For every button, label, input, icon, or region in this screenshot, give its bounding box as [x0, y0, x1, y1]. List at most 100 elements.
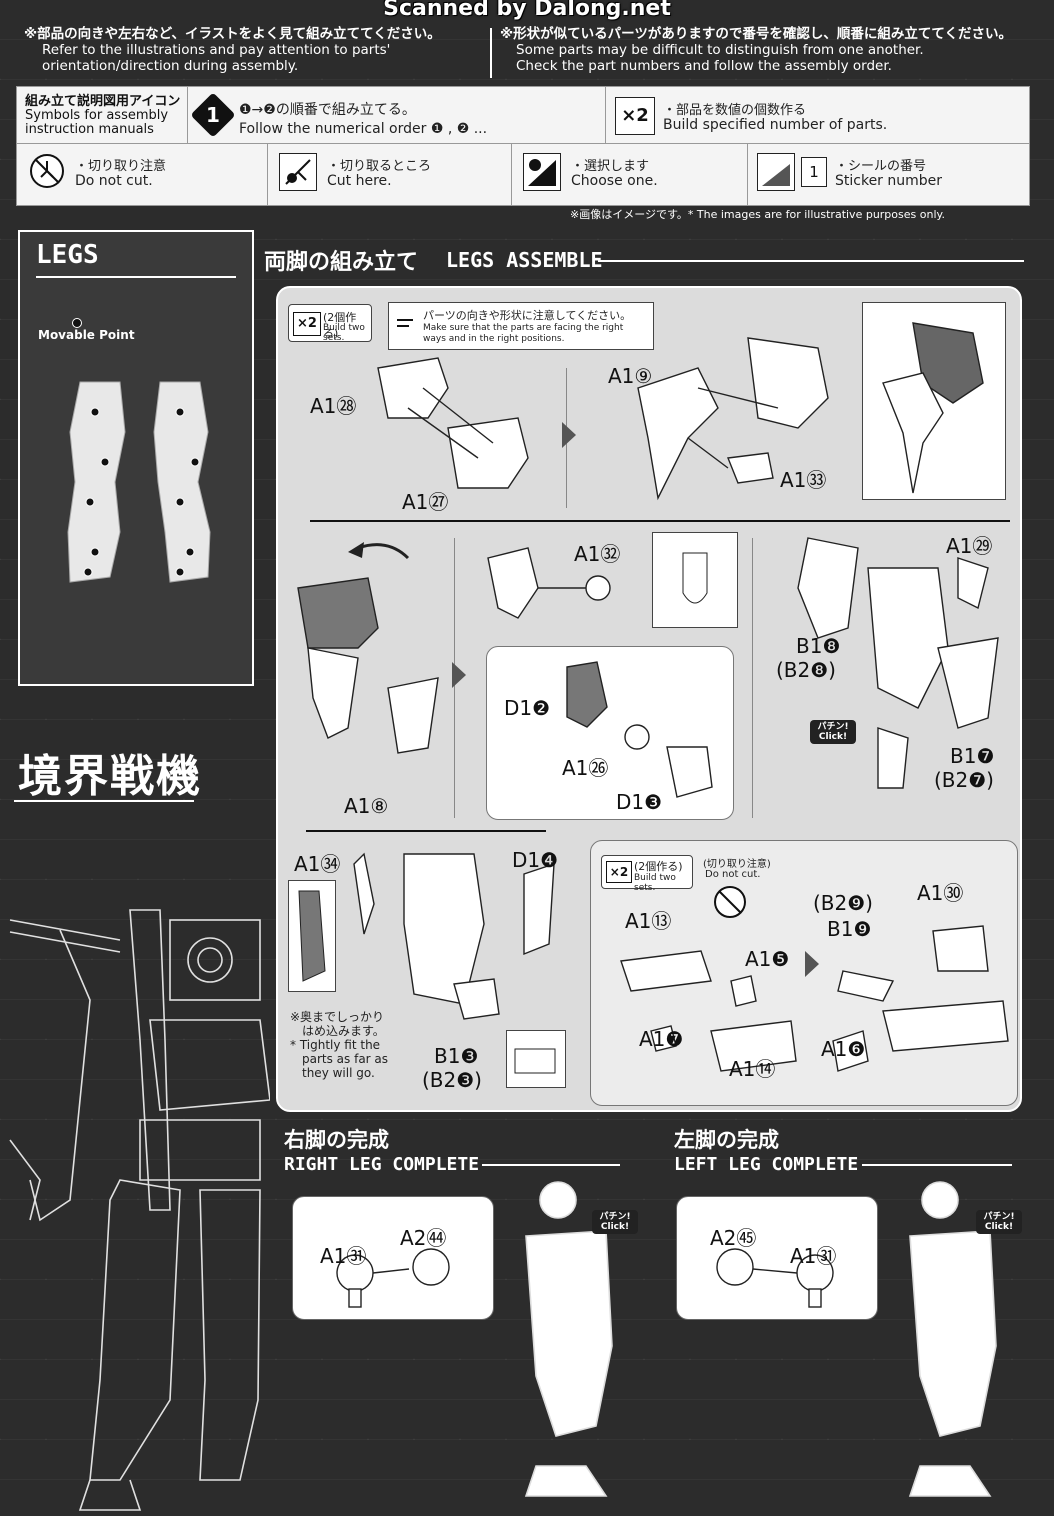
step1-x2-icon: ×2	[293, 312, 321, 336]
left-leg-label-a131: A1㉛	[790, 1244, 837, 1268]
note-left-jp: ※部品の向きや左右など、イラストをよく見て組み立ててください。	[24, 26, 441, 42]
step4-label-a113: A1⑬	[625, 909, 672, 933]
choose-one-jp: ・選択します	[571, 159, 650, 174]
note-right-en1: Some parts may be difficult to distingui…	[516, 42, 924, 58]
step2-label-b28: (B2❽)	[776, 658, 836, 682]
legs-figure-illustration	[67, 381, 211, 583]
legend-title: 組み立て説明図用アイコン Symbols for assembly instru…	[25, 95, 180, 137]
step1-label-a133: A1㉝	[780, 468, 827, 492]
step1-part-a-illustration	[377, 357, 529, 489]
robot-line-art	[9, 909, 270, 1511]
left-leg-subassembly-box	[676, 1196, 878, 1320]
step1-label-a128: A1㉘	[310, 394, 357, 418]
step1-x2-box: ×2 (2個作る) Build two sets.	[288, 304, 372, 343]
step1-part-b-illustration	[637, 337, 829, 501]
scan-watermark: Scanned by Dalong.net	[383, 0, 671, 21]
step3-note-en3: they will go.	[302, 1066, 375, 1080]
x2-icon: ×2	[615, 97, 655, 135]
step4-x2-icon: ×2	[606, 861, 632, 883]
order-icon-number: 1	[206, 103, 220, 127]
sticker-icon	[757, 153, 795, 191]
step3-detail-box-2	[506, 1030, 566, 1088]
step1-label-a127: A1㉗	[402, 490, 449, 514]
step3-detail-box	[288, 880, 336, 992]
legs-assembly-panel: ×2 (2個作る) Build two sets. パーツの向きや形状に注意して…	[276, 286, 1022, 1112]
step3-label-b23: (B2❸)	[422, 1068, 482, 1092]
step2-part-c-illustration	[797, 537, 999, 789]
step4-x2-en: Build two sets.	[634, 873, 676, 893]
step1-warning-en2: ways and in the right positions.	[423, 334, 565, 344]
right-leg-click-badge: パチン! Click!	[592, 1210, 638, 1234]
step1-warning-box: パーツの向きや形状に注意してください。 Make sure that the p…	[388, 302, 654, 350]
order-jp: ❶→❷の順番で組み立てる。	[239, 102, 416, 118]
step2-label-a132: A1㉜	[574, 542, 621, 566]
right-leg-subassembly-box	[292, 1196, 494, 1320]
step4-x2-box: ×2 (2個作る) Build two sets.	[601, 855, 693, 893]
sticker-jp: ・シールの番号	[835, 159, 927, 174]
note-right: ※形状が似ているパーツがありますので番号を確認し、順番に組み立ててください。 S…	[500, 26, 1040, 74]
step2-part-b-illustration	[487, 547, 611, 619]
choose-one-en: Choose one.	[571, 173, 658, 189]
step4-no-cut-icon	[713, 885, 747, 919]
note-right-jp: ※形状が似ているパーツがありますので番号を確認し、順番に組み立ててください。	[500, 26, 1012, 42]
step4-nocut-en: Do not cut.	[705, 869, 761, 880]
step4-label-b29: (B2❾)	[813, 891, 873, 915]
x2-en: Build specified number of parts.	[663, 117, 888, 133]
step4-label-a17: A1❼	[639, 1027, 684, 1051]
step4-arrow-icon	[805, 951, 819, 977]
warning-arrow-icon	[397, 317, 417, 331]
cut-here-icon	[279, 153, 317, 191]
cut-here-jp: ・切り取るところ	[327, 159, 432, 174]
legs-sidebar: LEGS Movable Point	[18, 230, 254, 686]
step3-label-a134: A1㉞	[294, 852, 341, 876]
movable-point-marker	[72, 318, 82, 328]
step4-x2-jp: (2個作る)	[634, 860, 683, 873]
step2-label-b17: B1❼	[950, 744, 995, 768]
legend-title-en2: instruction manuals	[25, 122, 154, 137]
note-divider	[490, 28, 492, 78]
step4-panel: ×2 (2個作る) Build two sets. (切り取り注意) Do no…	[590, 840, 1018, 1106]
right-leg-title-jp: 右脚の完成	[284, 1127, 389, 1152]
logo-text: 境界戦機	[18, 751, 202, 802]
step3-note-en1: * Tightly fit the	[290, 1038, 381, 1052]
note-left-en2: orientation/direction during assembly.	[42, 58, 299, 74]
step4-label-a15: A1❺	[745, 947, 790, 971]
step2-label-d12: D1❷	[504, 696, 551, 720]
movable-point-label: Movable Point	[38, 328, 135, 342]
legs-title: LEGS	[36, 240, 99, 270]
order-en: Follow the numerical order ❶ , ❷ ...	[239, 121, 488, 137]
step2-part-a-illustration	[297, 542, 439, 754]
step2-label-a18: A1⑧	[344, 794, 389, 818]
step1-warning-jp: パーツの向きや形状に注意してください。	[423, 309, 632, 322]
left-leg-complete-illustration	[908, 1181, 997, 1497]
section-title-jp: 両脚の組み立て	[264, 249, 419, 275]
step4-part-a-illustration	[620, 950, 797, 1072]
step4-nocut-jp: (切り取り注意)	[703, 859, 771, 870]
step1-x2-en: Build two sets.	[323, 323, 365, 343]
choose-one-icon	[523, 153, 561, 191]
legend-title-en1: Symbols for assembly	[25, 108, 169, 123]
right-leg-title-en: RIGHT LEG COMPLETE	[284, 1154, 480, 1175]
no-cut-jp: ・切り取り注意	[75, 159, 167, 174]
left-leg-label-a255: A2㊺	[710, 1226, 757, 1250]
right-leg-label-a254: A2㊹	[400, 1226, 447, 1250]
icon-legend: 組み立て説明図用アイコン Symbols for assembly instru…	[16, 86, 1030, 206]
x2-jp: ・部品を数値の個数作る	[663, 103, 807, 118]
step2-label-a129: A1㉙	[946, 534, 993, 558]
step3-note-en2: parts as far as	[302, 1052, 389, 1066]
step4-label-b19: B1❾	[827, 917, 872, 941]
step2-label-a126: A1㉖	[562, 756, 609, 780]
step3-note-jp1: ※奥までしっかり	[290, 1010, 385, 1024]
step2-label-b18: B1❽	[796, 634, 841, 658]
step1-arrow-icon	[562, 422, 576, 448]
left-leg-click-badge: パチン! Click!	[976, 1210, 1022, 1234]
step3-label-d14: D1❹	[512, 848, 559, 872]
section-title-rule	[598, 260, 1024, 262]
step4-label-a114: A1⑭	[729, 1057, 776, 1081]
sticker-en: Sticker number	[835, 173, 943, 189]
legend-title-jp: 組み立て説明図用アイコン	[25, 94, 181, 109]
step3-note-jp2: はめ込みます。	[302, 1024, 385, 1038]
step3-part-illustration	[353, 852, 555, 1020]
sticker-number-icon: 1	[801, 157, 827, 187]
step2-label-d13: D1❸	[616, 790, 663, 814]
